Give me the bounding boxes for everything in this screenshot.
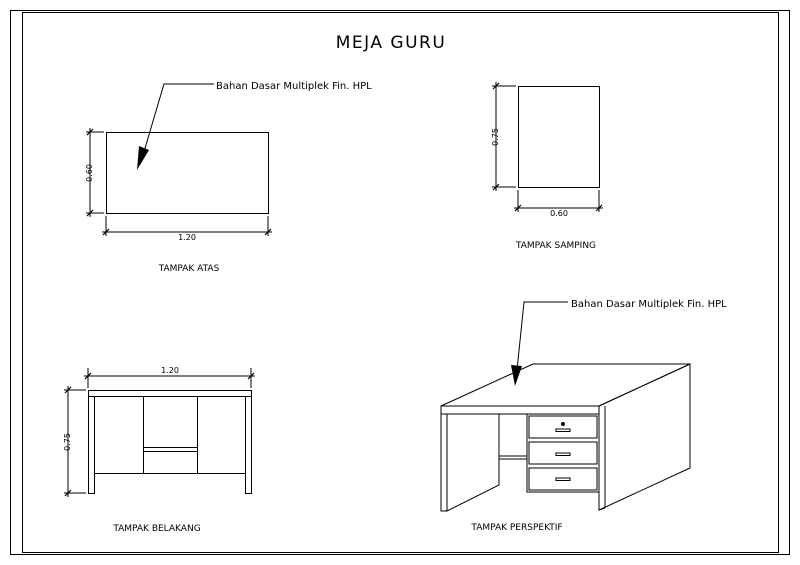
perspective-leader-arrow-icon [511, 365, 522, 386]
perspective-left-leg [440, 413, 448, 512]
back-view-label: TAMPAK BELAKANG [112, 524, 200, 534]
drawing-title: MEJA GURU [336, 33, 447, 53]
perspective-drawer-unit [526, 413, 600, 493]
perspective-view: Bahan Dasar Multiplek Fin. HPL TAMPAK PE… [440, 299, 727, 533]
side-depth-dimension: 0.60 [550, 209, 568, 218]
perspective-view-label: TAMPAK PERSPEKTIF [470, 523, 562, 533]
top-view-table-outline [106, 132, 269, 214]
back-height-dimension: 0.75 [63, 433, 72, 451]
top-width-dimension: 1.20 [178, 233, 196, 242]
back-view: 1.20 0.75 TAMPAK BELAKANG [63, 366, 255, 534]
side-view-label: TAMPAK SAMPING [515, 241, 596, 251]
drawer-lock-icon [561, 422, 565, 426]
back-view-left-leg [88, 396, 95, 494]
top-view-label: TAMPAK ATAS [158, 264, 220, 274]
top-view-material-note: Bahan Dasar Multiplek Fin. HPL [216, 81, 372, 92]
outer-border [10, 10, 790, 555]
side-view-table-outline [518, 86, 600, 188]
drawer-3 [528, 467, 598, 491]
drawer-1-handle [555, 428, 571, 432]
back-view-panel [94, 396, 246, 474]
inner-border [22, 12, 779, 553]
top-view: Bahan Dasar Multiplek Fin. HPL 1.20 0.60… [85, 81, 372, 274]
back-view-right-leg [245, 396, 252, 494]
drawer-1 [528, 415, 598, 439]
top-view-leader-arrow-icon [137, 146, 149, 170]
back-view-tabletop [88, 390, 252, 397]
back-width-dimension: 1.20 [161, 366, 179, 375]
perspective-right-panel [598, 363, 691, 511]
drawer-2 [528, 441, 598, 465]
side-height-dimension: 0.75 [491, 128, 500, 146]
drawer-3-handle [555, 477, 571, 481]
top-depth-dimension: 0.60 [85, 164, 94, 182]
perspective-leader-line [516, 301, 568, 371]
perspective-material-note: Bahan Dasar Multiplek Fin. HPL [571, 299, 727, 310]
drawer-2-handle [555, 452, 571, 456]
top-view-leader-line [142, 83, 214, 156]
side-view: 0.75 0.60 TAMPAK SAMPING [491, 82, 603, 251]
perspective-tabletop [440, 363, 691, 407]
